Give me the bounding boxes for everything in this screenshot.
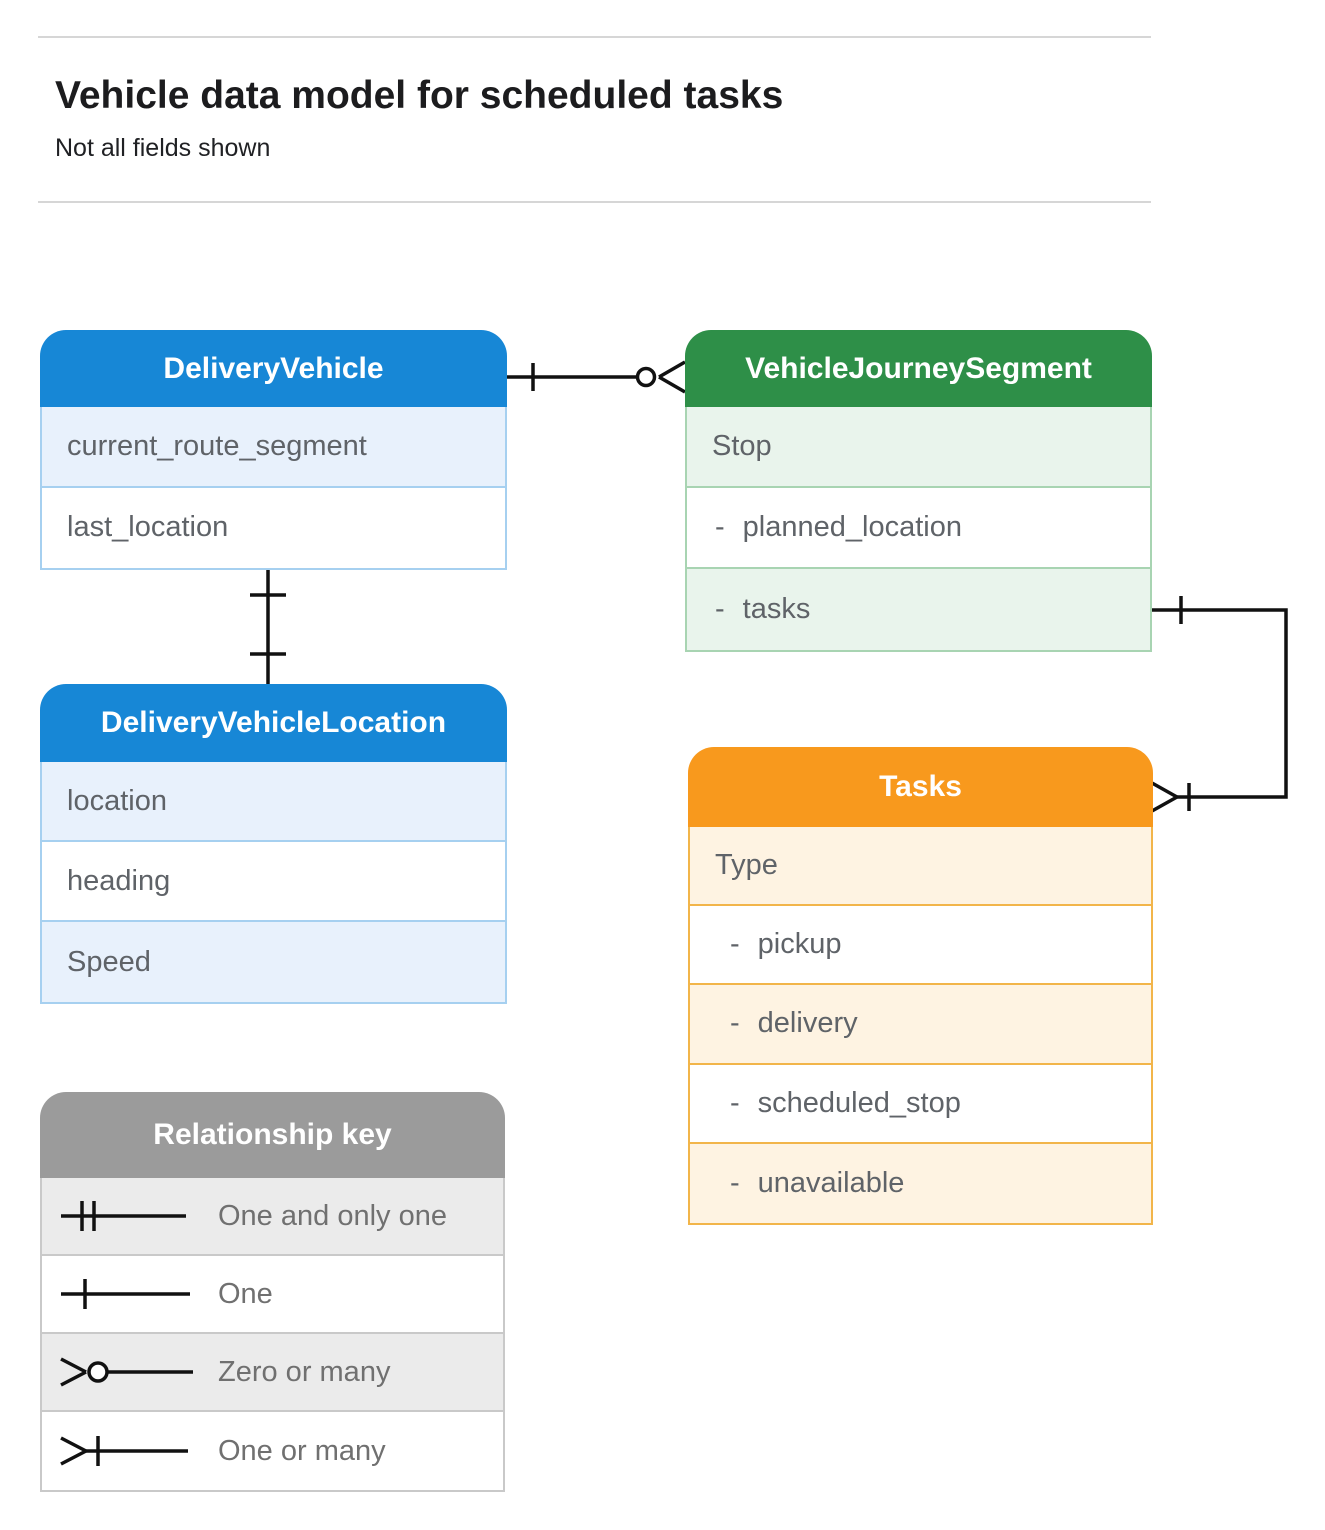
entity-delivery-vehicle: DeliveryVehicle current_route_segment la…: [40, 330, 507, 570]
entity-header: Tasks: [688, 747, 1153, 827]
entity-vehicle-journey-segment: VehicleJourneySegment Stop - planned_loc…: [685, 330, 1152, 652]
field-label: tasks: [742, 593, 811, 625]
page-title: Vehicle data model for scheduled tasks: [55, 74, 784, 117]
field-row: - tasks: [687, 569, 1150, 650]
zero-or-many-icon: [60, 1357, 193, 1387]
field-row: - pickup: [690, 906, 1151, 986]
field-label: planned_location: [742, 511, 962, 543]
one-or-many-icon: [60, 1436, 188, 1466]
connector-deliveryvehicle-to-deliveryvehiclelocation: [250, 568, 286, 684]
field-label: Speed: [67, 945, 151, 978]
dash-bullet: -: [730, 1007, 740, 1040]
legend-label: One: [218, 1277, 273, 1310]
field-row: Speed: [42, 922, 505, 1002]
crow-foot: [658, 360, 686, 394]
relationship-key: Relationship key One and only one One: [40, 1092, 505, 1492]
entity-title: Tasks: [879, 770, 962, 803]
legend-item: One and only one: [42, 1178, 503, 1256]
field-label: Stop: [712, 430, 772, 462]
field-label: unavailable: [757, 1166, 905, 1199]
connector-vehiclejourneysegment-tasks-to-tasks: [1151, 596, 1288, 813]
entity-fields: Type - pickup - delivery - scheduled_sto…: [688, 827, 1153, 1225]
entity-fields: current_route_segment last_location: [40, 407, 507, 570]
entity-fields: Stop - planned_location - tasks: [685, 407, 1152, 652]
legend-items: One and only one One Zero or many: [40, 1178, 505, 1492]
field-label: Type: [715, 849, 778, 882]
entity-title: VehicleJourneySegment: [745, 351, 1092, 385]
field-row: current_route_segment: [42, 407, 505, 488]
field-label: delivery: [757, 1007, 858, 1040]
header-divider: [38, 201, 1151, 203]
one-icon: [61, 1279, 190, 1309]
legend-label: One and only one: [218, 1199, 447, 1232]
legend-label: Zero or many: [218, 1355, 391, 1388]
entity-header: DeliveryVehicleLocation: [40, 684, 507, 762]
legend-item: One or many: [42, 1412, 503, 1490]
entity-fields: location heading Speed: [40, 762, 507, 1004]
field-row: Stop: [687, 407, 1150, 488]
field-row: last_location: [42, 487, 505, 568]
field-row: - scheduled_stop: [690, 1064, 1151, 1144]
legend-label: One or many: [218, 1434, 386, 1467]
entity-title: DeliveryVehicleLocation: [100, 706, 447, 739]
dash-bullet: -: [730, 928, 740, 961]
dash-bullet: -: [730, 1086, 740, 1119]
entity-header: VehicleJourneySegment: [685, 330, 1152, 407]
field-label: location: [67, 784, 167, 817]
field-row: - unavailable: [690, 1143, 1151, 1223]
field-row: - planned_location: [687, 488, 1150, 569]
dash-bullet: -: [715, 593, 725, 625]
zero-circle: [635, 366, 657, 388]
field-label: heading: [67, 864, 171, 897]
connector-deliveryvehicle-to-vehiclejourneysegment: [507, 360, 686, 394]
entity-title: DeliveryVehicle: [163, 351, 384, 385]
field-row: heading: [42, 842, 505, 922]
field-row: location: [42, 762, 505, 842]
top-divider: [38, 36, 1151, 38]
legend-item: Zero or many: [42, 1334, 503, 1412]
field-label: last_location: [67, 511, 229, 544]
legend-header: Relationship key: [40, 1092, 505, 1178]
one-and-only-one-icon: [61, 1201, 186, 1231]
crow-foot: [1151, 781, 1178, 813]
field-label: current_route_segment: [67, 429, 367, 462]
legend-item: One: [42, 1256, 503, 1334]
field-row: Type: [690, 827, 1151, 907]
entity-tasks: Tasks Type - pickup - delivery - schedul…: [688, 747, 1153, 1225]
legend-title: Relationship key: [153, 1118, 392, 1151]
page-subtitle: Not all fields shown: [55, 134, 271, 162]
dash-bullet: -: [730, 1166, 740, 1199]
entity-delivery-vehicle-location: DeliveryVehicleLocation location heading…: [40, 684, 507, 1004]
field-label: scheduled_stop: [757, 1086, 961, 1119]
dash-bullet: -: [715, 511, 725, 543]
entity-header: DeliveryVehicle: [40, 330, 507, 407]
field-label: pickup: [757, 928, 842, 961]
field-row: - delivery: [690, 985, 1151, 1065]
